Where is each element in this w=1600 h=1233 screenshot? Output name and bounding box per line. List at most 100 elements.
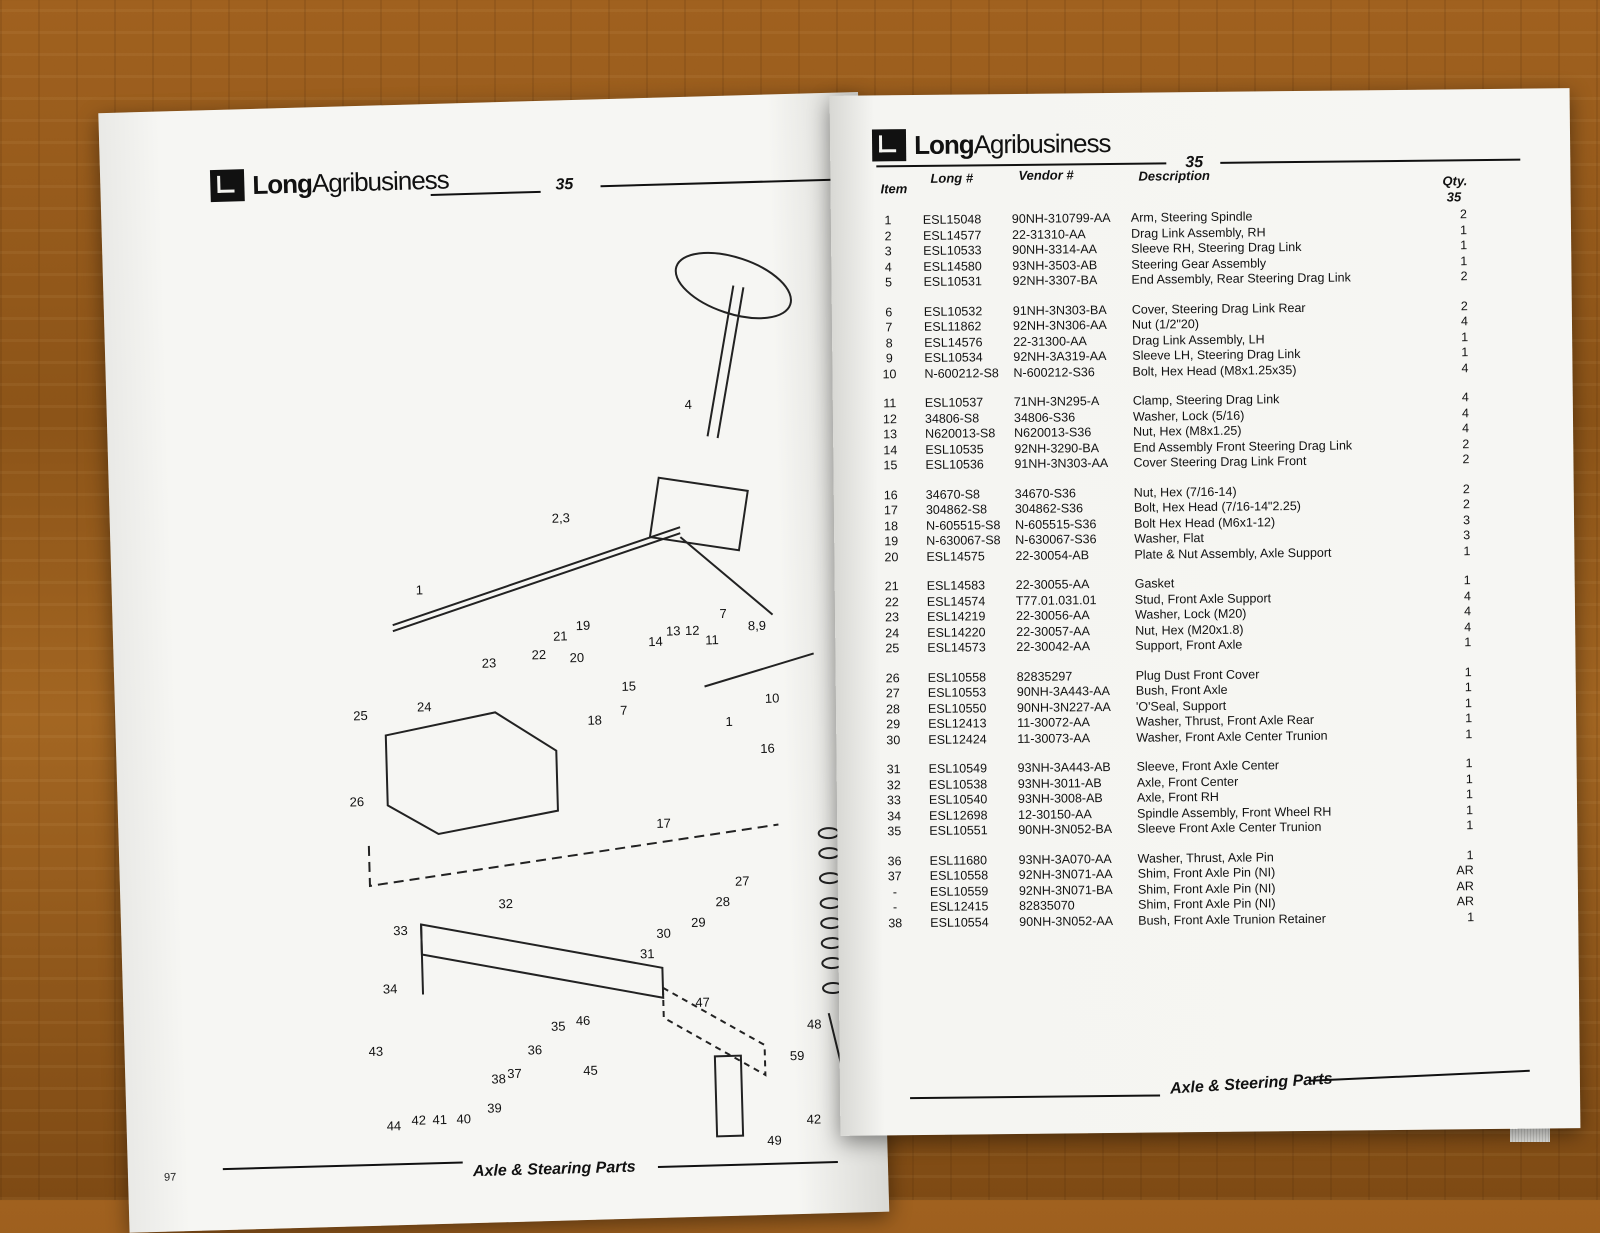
- callout-label: 10: [765, 690, 780, 705]
- row-qty: 2: [1462, 481, 1470, 496]
- row-long-number: ESL10538: [928, 776, 988, 792]
- row-long-number: ESL10540: [928, 792, 988, 807]
- row-qty: AR: [1456, 878, 1474, 893]
- row-item: 31: [886, 762, 901, 777]
- row-qty: 1: [1460, 253, 1468, 268]
- callout-label: 8,9: [748, 618, 766, 633]
- row-vendor-number: 90NH-3N052-AA: [1019, 913, 1114, 929]
- row-item: 37: [887, 869, 902, 884]
- row-qty: 1: [1465, 756, 1473, 771]
- callout-label: 14: [648, 634, 663, 649]
- brand-logo-icon: [871, 129, 907, 162]
- row-long-number: ESL10531: [923, 274, 982, 289]
- row-qty: 4: [1462, 421, 1470, 436]
- callout-label: 34: [383, 981, 398, 996]
- row-vendor-number: 82835070: [1018, 898, 1075, 913]
- row-item: 36: [887, 853, 902, 868]
- row-description: Sleeve Front Axle Center Trunion: [1137, 819, 1322, 836]
- callout-label: 7: [620, 703, 628, 718]
- row-item: 26: [885, 670, 900, 685]
- row-item: 11: [883, 396, 897, 411]
- row-vendor-number: 22-30057-AA: [1016, 623, 1090, 639]
- row-description: Plug Dust Front Cover: [1135, 666, 1260, 683]
- page-number: 35: [555, 175, 574, 194]
- row-long-number: N-605515-S8: [926, 517, 1001, 533]
- row-description: End Assembly Front Steering Drag Link: [1133, 437, 1353, 455]
- callout-label: 2,3: [552, 510, 570, 525]
- callout-label: 37: [507, 1066, 522, 1081]
- callout-label: 11: [705, 632, 719, 647]
- row-item: 1: [884, 213, 892, 228]
- right-page: LongAgribusiness 35 Item Long # Vendor #…: [829, 88, 1581, 1136]
- row-item: 21: [884, 579, 899, 594]
- callout-label: 46: [576, 1013, 591, 1028]
- brand-name: LongAgribusiness: [913, 127, 1111, 160]
- row-item: 7: [885, 320, 893, 335]
- callout-label: 16: [760, 741, 775, 756]
- row-vendor-number: 22-30042-AA: [1016, 639, 1091, 654]
- callout-label: 59: [790, 1048, 805, 1063]
- row-qty: 1: [1464, 695, 1473, 710]
- row-long-number: ESL10559: [929, 883, 989, 899]
- row-long-number: ESL14583: [926, 578, 986, 593]
- row-item: -: [892, 884, 898, 899]
- row-vendor-number: 91NH-3N303-AA: [1014, 456, 1109, 471]
- row-long-number: ESL12415: [929, 899, 989, 914]
- row-description: Arm, Steering Spindle: [1130, 209, 1253, 225]
- callout-label: 1: [416, 582, 424, 597]
- row-vendor-number: 90NH-3A443-AA: [1016, 684, 1111, 699]
- header-qty-sub: 35: [1446, 189, 1462, 205]
- parts-table-header: Item Long # Vendor # Description Qty. 35: [880, 163, 1520, 210]
- callout-label: 45: [583, 1063, 598, 1078]
- row-description: End Assembly, Rear Steering Drag Link: [1131, 270, 1351, 287]
- row-long-number: ESL10537: [924, 395, 984, 410]
- row-vendor-number: 90NH-310799-AA: [1011, 210, 1111, 227]
- header-rule: [600, 178, 851, 188]
- row-item: 2: [884, 228, 892, 243]
- callout-label: 38: [491, 1071, 506, 1086]
- row-item: 33: [886, 793, 901, 808]
- callout-label: 24: [417, 699, 432, 714]
- row-description: Bolt Hex Head (M6x1-12): [1133, 514, 1276, 531]
- row-qty: 1: [1466, 847, 1474, 862]
- row-long-number: N-630067-S8: [926, 533, 1001, 548]
- row-item: 18: [884, 518, 899, 533]
- page-footer: Axle & Stearing Parts: [472, 1158, 636, 1181]
- callout-label: 1: [725, 714, 733, 729]
- row-qty: 1: [1464, 664, 1472, 679]
- row-description: Washer, Lock (5/16): [1132, 408, 1245, 424]
- row-qty: 3: [1463, 528, 1471, 543]
- row-vendor-number: T77.01.031.01: [1015, 592, 1097, 608]
- row-qty: 1: [1461, 329, 1469, 344]
- row-item: 24: [885, 625, 900, 640]
- row-item: 15: [883, 458, 898, 473]
- page-footer: Axle & Steering Parts: [1169, 1070, 1334, 1098]
- row-vendor-number: 92NH-3N306-AA: [1012, 318, 1107, 333]
- callout-label: 36: [527, 1042, 542, 1057]
- callout-label: 15: [621, 678, 636, 693]
- row-item: 16: [883, 487, 898, 502]
- row-qty: 2: [1459, 207, 1467, 222]
- row-vendor-number: 22-31300-AA: [1013, 333, 1087, 349]
- row-qty: 1: [1466, 802, 1474, 817]
- row-item: 23: [885, 610, 900, 625]
- row-qty: 1: [1461, 345, 1469, 360]
- row-description: Bush, Front Axle: [1135, 682, 1228, 698]
- row-item: 5: [884, 275, 893, 290]
- row-qty: 1: [1465, 711, 1473, 726]
- row-item: 35: [887, 824, 902, 839]
- row-vendor-number: 90NH-3N052-BA: [1018, 821, 1113, 837]
- row-long-number: ESL11680: [929, 852, 988, 868]
- row-vendor-number: N-600212-S36: [1013, 364, 1095, 380]
- callout-label: 25: [353, 708, 368, 723]
- callout-label: 22: [531, 647, 546, 662]
- callout-label: 42: [411, 1112, 426, 1127]
- row-description: Washer, Front Axle Center Trunion: [1136, 728, 1328, 745]
- row-item: 9: [885, 351, 893, 366]
- row-vendor-number: 93NH-3503-AB: [1012, 257, 1098, 273]
- row-long-number: ESL10534: [924, 350, 983, 365]
